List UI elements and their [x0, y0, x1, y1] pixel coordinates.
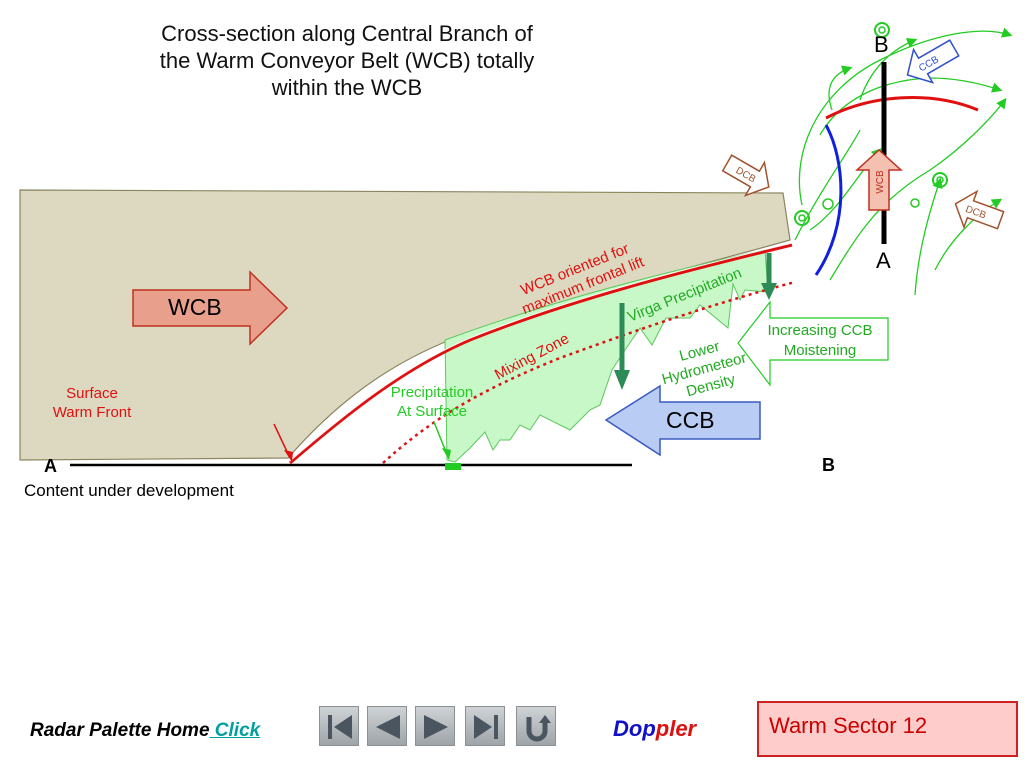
- first-slide-button[interactable]: [319, 706, 359, 746]
- svg-text:WCB: WCB: [875, 170, 886, 194]
- wcb-arrow: [132, 270, 289, 346]
- surface-warm-front-label: Surface Warm Front: [52, 385, 132, 421]
- warm-front-line: [289, 243, 793, 465]
- inset-stream-circle: [936, 176, 944, 184]
- inset-stream-circle: [932, 172, 948, 188]
- wcb-arrow-label: WCB: [168, 294, 222, 320]
- axis-label-b: B: [822, 455, 835, 475]
- return-icon: [526, 715, 551, 742]
- precipitation-area: [444, 249, 769, 463]
- inset-plan-view: WCB CCB DCB DCB B A: [721, 22, 1013, 296]
- diagram-title: Cross-section along Central Branch of th…: [159, 21, 535, 100]
- inset-green-stream: [798, 27, 1013, 206]
- ccb-arrow: [604, 384, 761, 457]
- inset-cold-front: [814, 124, 843, 276]
- first-icon: [328, 715, 352, 739]
- inset-stream-circle: [794, 210, 810, 226]
- inset-label-b: B: [874, 32, 889, 57]
- inset-stream-circle: [798, 214, 806, 222]
- next-icon: [424, 715, 448, 739]
- inset-dcb-arrow-left: [721, 154, 770, 197]
- inset-green-stream: [794, 129, 861, 241]
- previous-icon: [376, 715, 400, 739]
- return-button[interactable]: [516, 706, 556, 746]
- inset-stream-circle: [874, 22, 890, 38]
- previous-slide-button[interactable]: [367, 706, 407, 746]
- increasing-ccb-label: Increasing CCB Moistening: [767, 322, 873, 359]
- warm-sector-label: Warm Sector 12: [757, 701, 1018, 757]
- click-link[interactable]: Click: [209, 720, 261, 741]
- virga-arrow-left: [614, 303, 630, 390]
- ccb-moistening-callout: [737, 300, 889, 387]
- precipitation-at-surface-label: Precipitation At Surface: [390, 384, 474, 420]
- cross-section-diagram: WCB CCB DCB DCB B A WCB oriented for max…: [19, 22, 1013, 470]
- inset-dcb-arrow-right: [954, 189, 1005, 230]
- last-icon: [474, 715, 498, 739]
- inset-wcb-arrow: [855, 148, 903, 211]
- inset-ccb-arrow: [906, 39, 960, 84]
- inset-green-stream: [829, 97, 1007, 281]
- ccb-arrow-label: CCB: [666, 407, 715, 433]
- inset-green-stream: [914, 177, 943, 296]
- inset-stream-circle: [822, 198, 834, 210]
- virga-arrow-right: [761, 253, 777, 300]
- surface-precipitation-marker: [445, 463, 461, 470]
- inset-green-stream: [828, 65, 853, 111]
- inset-warm-front: [825, 96, 979, 120]
- inset-green-stream: [934, 198, 1003, 271]
- development-note: Content under development: [24, 481, 234, 500]
- last-slide-button[interactable]: [465, 706, 505, 746]
- doppler-logo: Doppler: [613, 716, 697, 741]
- axis-label-a: A: [44, 456, 57, 476]
- inset-stream-circle: [910, 198, 920, 208]
- inset-label-a: A: [876, 248, 891, 273]
- next-slide-button[interactable]: [415, 706, 455, 746]
- radar-palette-home-link[interactable]: Radar Palette Home Click: [30, 720, 261, 741]
- inset-stream-circle: [878, 26, 886, 34]
